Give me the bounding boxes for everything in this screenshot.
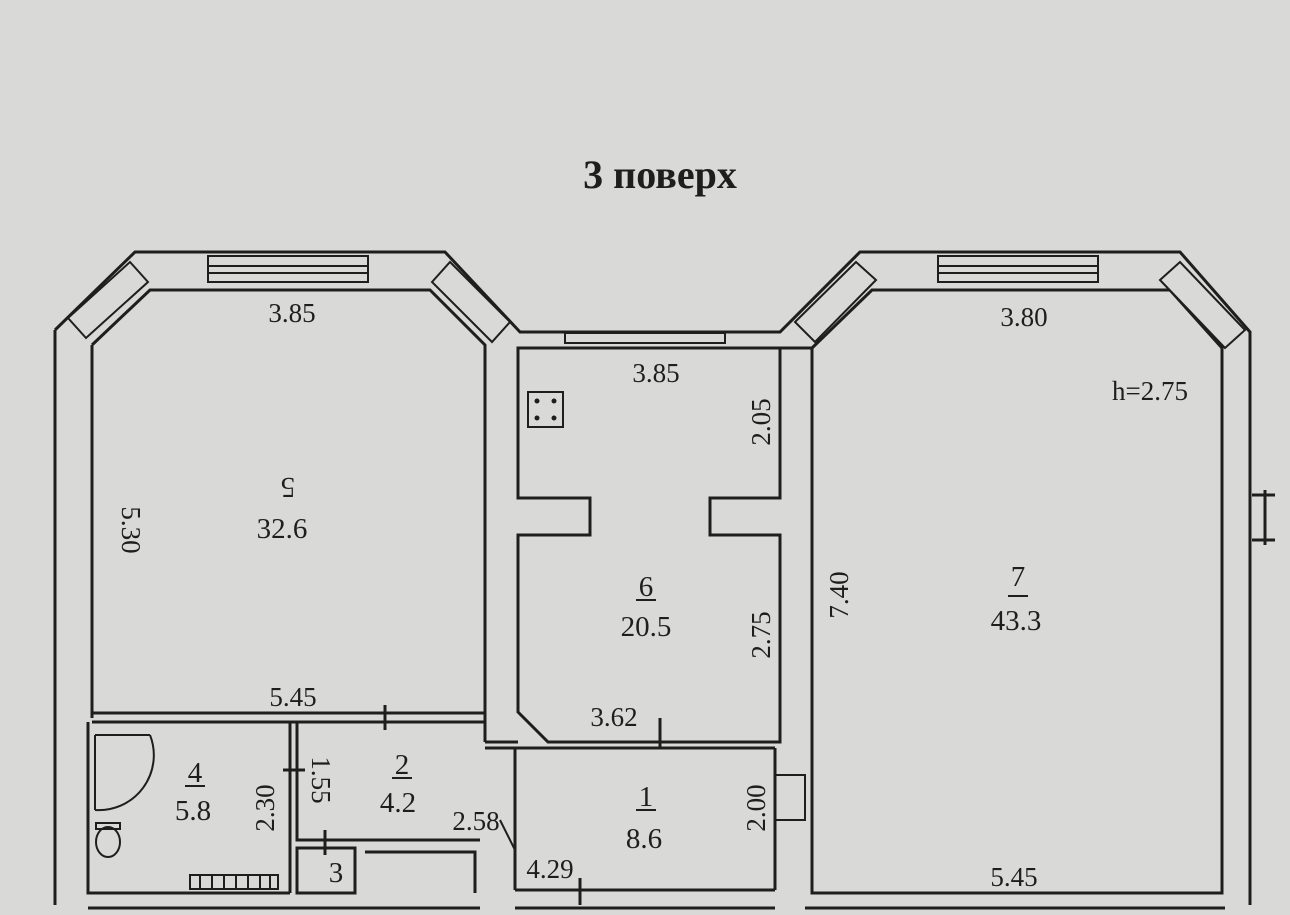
room-6-label: 6 20.5 xyxy=(621,571,672,643)
room-3-label: 3 xyxy=(329,857,344,889)
dim-room7-side: 7.40 xyxy=(824,571,854,618)
balcony-door-mark xyxy=(1252,490,1275,545)
room-4-label: 4 5.8 xyxy=(175,757,211,827)
height-note: h=2.75 xyxy=(1112,376,1188,406)
room-area: 20.5 xyxy=(621,611,672,643)
dim-room1-side: 2.00 xyxy=(741,784,771,831)
room-area: 32.6 xyxy=(257,513,308,545)
plan-title: 3 поверх xyxy=(583,152,737,197)
dim-hall-width: 4.29 xyxy=(526,854,573,884)
room-number: 1 xyxy=(639,781,654,813)
dim-room6-bottom: 3.62 xyxy=(590,702,637,732)
room-5-label: 5 32.6 xyxy=(257,471,308,545)
dim-room5-side: 5.30 xyxy=(116,506,146,553)
dim-room2-side: 1.55 xyxy=(306,756,336,803)
dim-room7-bottom: 5.45 xyxy=(990,862,1037,892)
dim-room5-top: 3.85 xyxy=(268,298,315,328)
dimension-ticks xyxy=(283,705,662,905)
dim-room5-bottom: 5.45 xyxy=(269,682,316,712)
dim-room6-right-upper: 2.05 xyxy=(746,398,776,445)
windows xyxy=(66,255,1247,350)
walls xyxy=(53,250,1252,910)
room-area: 5.8 xyxy=(175,795,211,827)
dim-room4-side: 2.30 xyxy=(250,784,280,831)
room-number: 7 xyxy=(1011,561,1026,593)
room-area: 43.3 xyxy=(991,605,1042,637)
room-7-label: 7 43.3 xyxy=(991,561,1042,637)
room-area: 4.2 xyxy=(380,787,416,819)
room-number: 4 xyxy=(188,757,203,789)
room-number: 6 xyxy=(639,571,654,603)
radiator-icon xyxy=(189,874,279,890)
dim-room6-top: 3.85 xyxy=(632,358,679,388)
room-2-label: 2 4.2 xyxy=(380,749,416,819)
dimension-labels: 3.85 5.30 5.45 3.85 2.05 2.75 3.62 3.80 … xyxy=(116,298,1188,892)
dim-corridor-width: 2.58 xyxy=(452,806,499,836)
dim-room6-right-lower: 2.75 xyxy=(746,611,776,658)
room-number: 5 xyxy=(281,471,296,503)
room-number: 2 xyxy=(395,749,410,781)
room-number: 3 xyxy=(329,857,344,889)
toilet-icon xyxy=(95,822,121,858)
room-1-label: 1 8.6 xyxy=(626,781,662,855)
stove-icon xyxy=(527,391,564,428)
dim-room7-top: 3.80 xyxy=(1000,302,1047,332)
door-swing-icon xyxy=(94,734,155,812)
room-area: 8.6 xyxy=(626,823,662,855)
